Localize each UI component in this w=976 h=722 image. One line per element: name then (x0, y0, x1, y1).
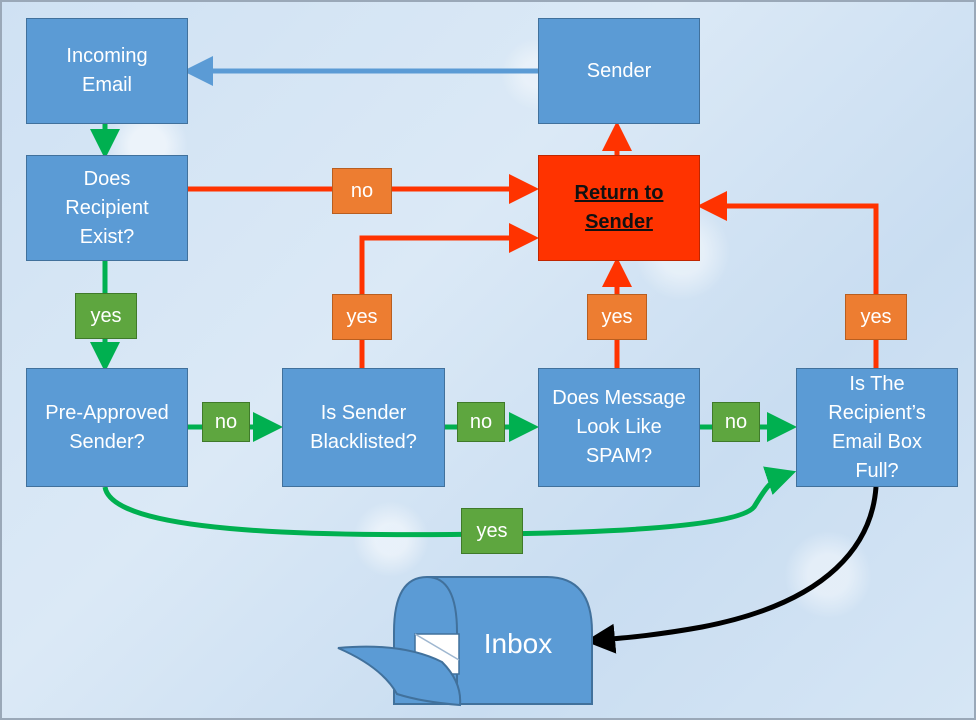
label-yes-blacklisted: yes (332, 294, 392, 340)
arrow-full-to-inbox (585, 486, 879, 654)
node-incoming-email[interactable]: Incoming Email (26, 18, 188, 124)
label-yes-spam: yes (587, 294, 647, 340)
node-pre-approved-sender[interactable]: Pre-Approved Sender? (26, 368, 188, 487)
arrow-full-yes-to-return (697, 191, 879, 368)
mailbox-icon (337, 575, 593, 707)
inbox-label[interactable]: Inbox (483, 628, 553, 659)
label-yes-recipient: yes (75, 293, 137, 339)
node-sender[interactable]: Sender (538, 18, 700, 124)
label-no-spam: no (712, 402, 760, 442)
node-return-to-sender[interactable]: Return to Sender (538, 155, 700, 261)
label-yes-preapproved: yes (461, 508, 523, 554)
node-sender-blacklisted[interactable]: Is Sender Blacklisted? (282, 368, 445, 487)
node-does-recipient-exist[interactable]: Does Recipient Exist? (26, 155, 188, 261)
label-no-recipient: no (332, 168, 392, 214)
label-yes-full: yes (845, 294, 907, 340)
label-no-preapproved: no (202, 402, 250, 442)
label-no-blacklisted: no (457, 402, 505, 442)
node-message-spam[interactable]: Does Message Look Like SPAM? (538, 368, 700, 487)
arrow-preapproved-yes-to-full (102, 466, 797, 538)
node-mailbox-full[interactable]: Is The Recipient’s Email Box Full? (796, 368, 958, 487)
